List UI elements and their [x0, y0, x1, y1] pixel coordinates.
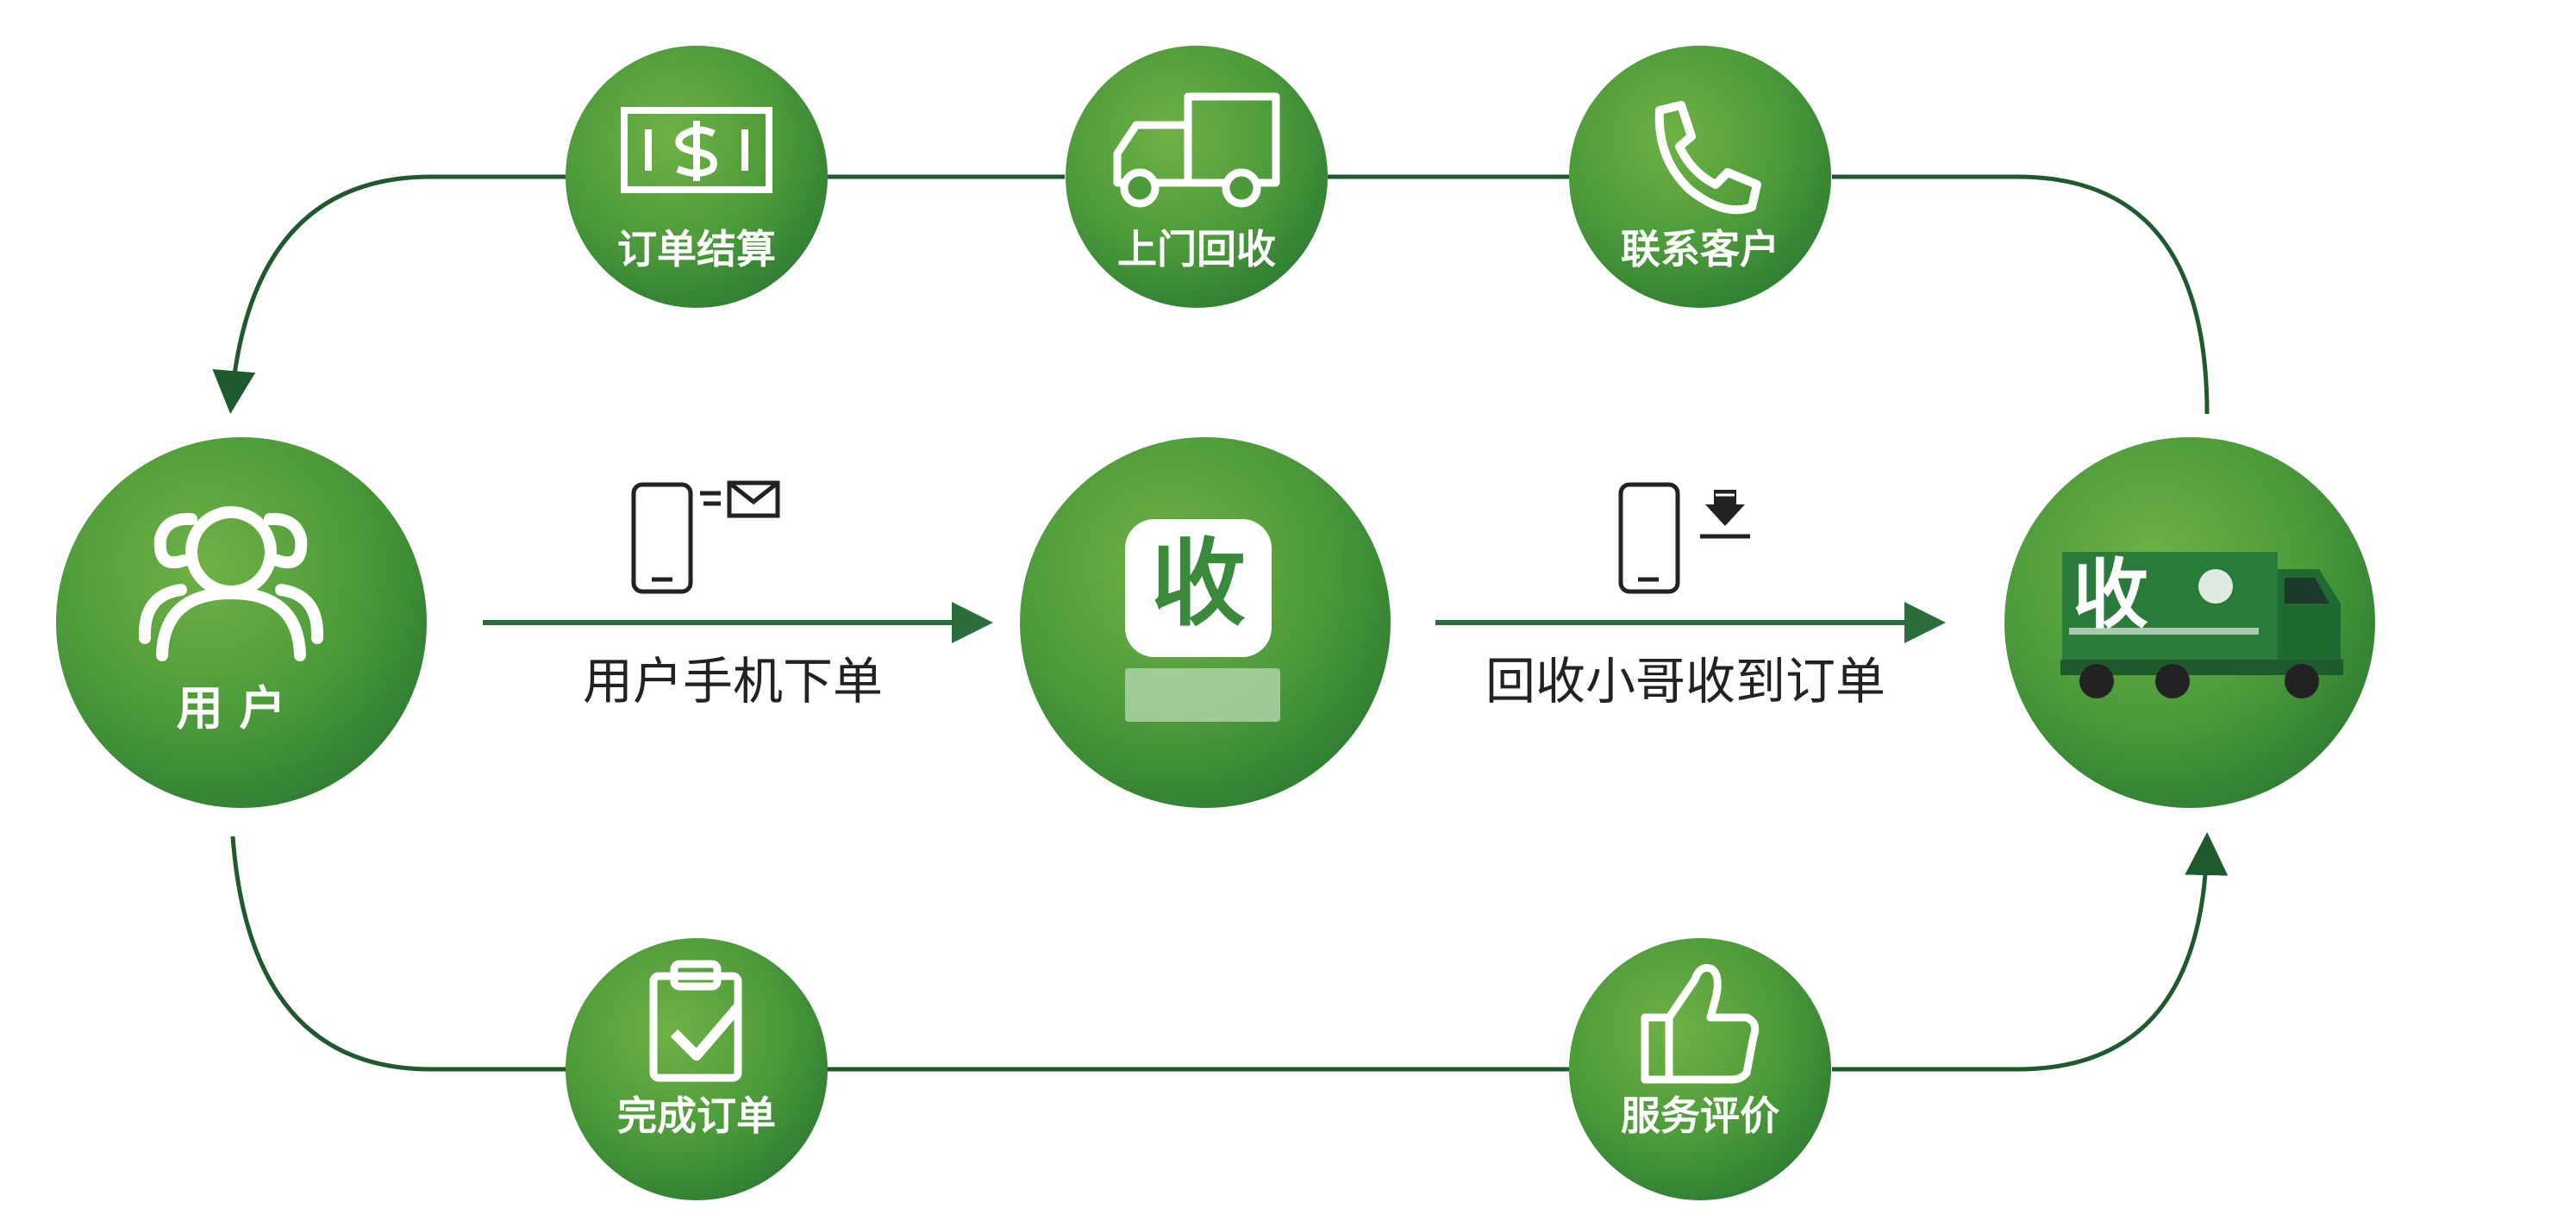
node-door-pickup: 上门回收	[1066, 46, 1328, 308]
dollar-bill-icon	[621, 107, 772, 193]
user-node: 用 户	[56, 437, 427, 808]
arrow-left-label: 用户手机下单	[583, 652, 883, 711]
loop-top-right	[1832, 174, 2210, 415]
node-order-settlement: 订单结算	[566, 46, 828, 308]
green-truck-image: 收	[2060, 550, 2343, 698]
app-node: 收	[1020, 437, 1391, 808]
loop-bottom-right	[1832, 832, 2229, 1072]
node-order-complete: 完成订单	[566, 938, 828, 1200]
app-name-blur	[1125, 668, 1280, 722]
delivery-truck-icon	[1113, 92, 1280, 208]
loop-connectors	[212, 174, 2229, 1072]
truck-node: 收	[2004, 437, 2375, 808]
user-label: 用 户	[177, 681, 286, 736]
app-logo	[1125, 519, 1272, 657]
phone-download-icon	[1618, 482, 1750, 594]
clipboard-check-icon	[649, 960, 742, 1082]
thumbs-up-icon	[1641, 964, 1760, 1084]
node-service-review: 服务评价	[1569, 938, 1831, 1200]
app-logo-char: 收	[1151, 529, 1246, 639]
phone-icon	[1654, 101, 1761, 215]
phone-send-message-icon	[631, 480, 780, 594]
node-contact-customer: 联系客户	[1569, 46, 1831, 308]
truck-logo-char: 收	[2073, 550, 2148, 639]
loop-bottom-left	[230, 836, 569, 1072]
node-contact-customer-label: 联系客户	[1621, 226, 1779, 272]
node-order-complete-label: 完成订单	[617, 1093, 776, 1139]
node-service-review-label: 服务评价	[1621, 1093, 1779, 1139]
node-order-settlement-label: 订单结算	[617, 226, 776, 272]
users-group-icon	[138, 506, 324, 661]
node-door-pickup-label: 上门回收	[1117, 226, 1276, 272]
arrow-right-label: 回收小哥收到订单	[1485, 652, 1885, 711]
loop-top-left	[212, 174, 569, 414]
